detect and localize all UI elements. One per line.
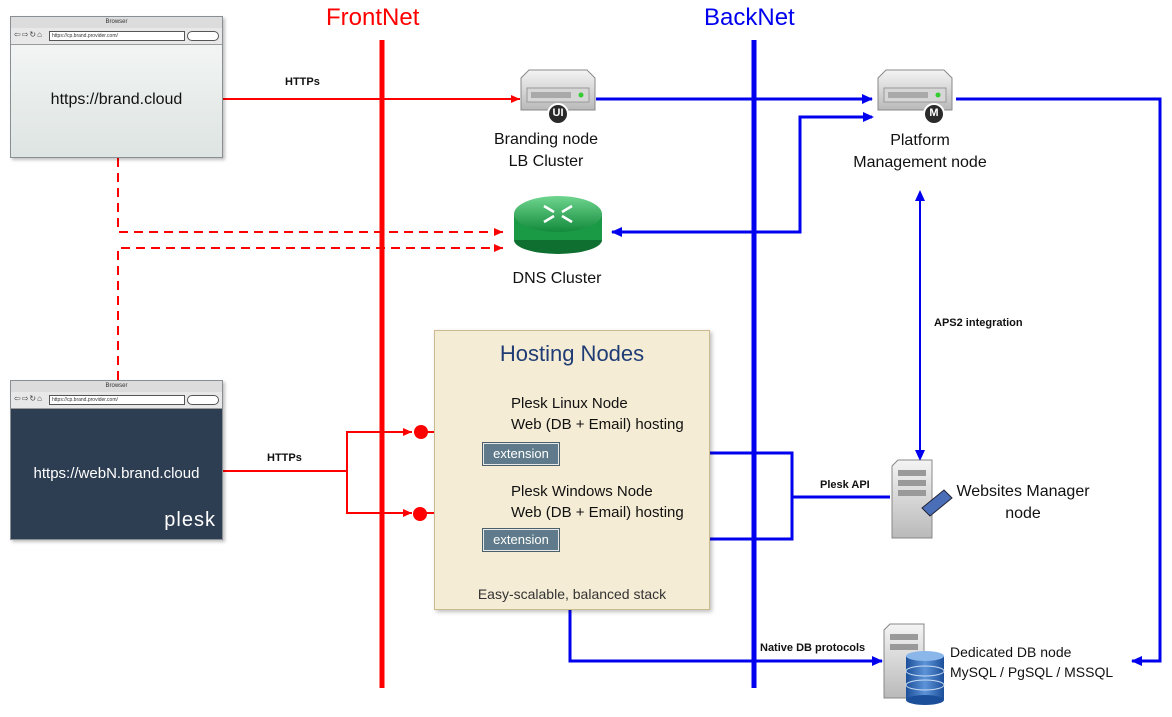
platform-node-line1: Platform [890, 132, 950, 149]
platform-to-dns-link [611, 112, 874, 237]
aps2-label: APS2 integration [934, 317, 1023, 329]
frontnet-port-windows [413, 507, 427, 521]
plesk-linux-line1: Plesk Linux Node [511, 395, 628, 412]
plesk-windows-line1: Plesk Windows Node [511, 483, 653, 500]
websites-manager-label: Websites Manager node [938, 481, 1108, 525]
db-server-icon [883, 623, 945, 705]
browser-nav-icons[interactable]: ⇦⇨↻⌂ [14, 30, 43, 39]
browser-address-bottom[interactable]: https://cp.brand.provider.com/ [49, 395, 185, 405]
dns-router-icon [514, 196, 602, 254]
platform-server-icon [877, 69, 953, 125]
platform-node-line2: Management node [853, 154, 987, 171]
browser-window-bottom: Browser ⇦⇨↻⌂ https://cp.brand.provider.c… [10, 380, 223, 540]
plesk-windows-line2: Web (DB + Email) hosting [511, 504, 684, 521]
branding-node-line2: LB Cluster [508, 153, 584, 170]
hosting-nodes-panel: Hosting Nodes Easy-scalable, balanced st… [434, 330, 710, 610]
webn-cloud-url: https://webN.brand.cloud [33, 465, 200, 482]
backnet-label: BackNet [704, 4, 795, 31]
browser-toolbar-top: ⇦⇨↻⌂ https://cp.brand.provider.com/ [11, 28, 222, 45]
hosting-nodes-footer: Easy-scalable, balanced stack [477, 586, 667, 602]
plesk-windows-label: Plesk Windows Node Web (DB + Email) host… [511, 481, 684, 523]
branding-node-label: Branding node LB Cluster [478, 129, 614, 173]
branding-server-icon [520, 69, 596, 125]
db-node-line2: MySQL / PgSQL / MSSQL [950, 664, 1114, 680]
browser-search-top[interactable] [187, 31, 219, 41]
hosting-nodes-title: Hosting Nodes [499, 341, 645, 366]
browser-search-bottom[interactable] [187, 395, 219, 405]
platform-to-db-link [956, 97, 1162, 666]
platform-node-label: Platform Management node [836, 130, 1004, 174]
browser-nav-icons[interactable]: ⇦⇨↻⌂ [14, 394, 43, 403]
branding-node-line1: Branding node [493, 131, 599, 148]
plesk-linux-label: Plesk Linux Node Web (DB + Email) hostin… [511, 393, 684, 435]
https-top-label: HTTPs [285, 76, 320, 88]
https-bottom-links [221, 428, 460, 517]
browser-address-top[interactable]: https://cp.brand.provider.com/ [49, 31, 185, 41]
native-db-link [568, 608, 883, 666]
plesk-api-label: Plesk API [820, 479, 870, 491]
plesk-logo: plesk [164, 509, 216, 531]
brand-cloud-url: https://brand.cloud [50, 91, 183, 108]
https-bottom-label: HTTPs [267, 452, 302, 464]
db-node-line1: Dedicated DB node [950, 644, 1072, 660]
browser-window-top: Browser ⇦⇨↻⌂ https://cp.brand.provider.c… [10, 16, 223, 158]
plesk-linux-line2: Web (DB + Email) hosting [511, 416, 684, 433]
websites-manager-line1: Websites Manager [956, 483, 1090, 500]
websites-manager-line2: node [1005, 505, 1041, 522]
frontnet-port-linux [414, 425, 428, 439]
platform-badge: M [929, 107, 939, 119]
dns-dashed-links [117, 158, 503, 380]
frontnet-label: FrontNet [326, 4, 420, 31]
websites-manager-server-icon [891, 459, 953, 539]
db-node-label: Dedicated DB node MySQL / PgSQL / MSSQL [950, 642, 1113, 682]
browser-toolbar-bottom: ⇦⇨↻⌂ https://cp.brand.provider.com/ [11, 392, 222, 409]
branding-badge: UI [552, 107, 564, 119]
native-db-label: Native DB protocols [760, 642, 866, 654]
extension-windows-badge: extension [482, 528, 560, 552]
extension-linux-badge: extension [482, 442, 560, 466]
dns-cluster-label: DNS Cluster [512, 270, 602, 287]
